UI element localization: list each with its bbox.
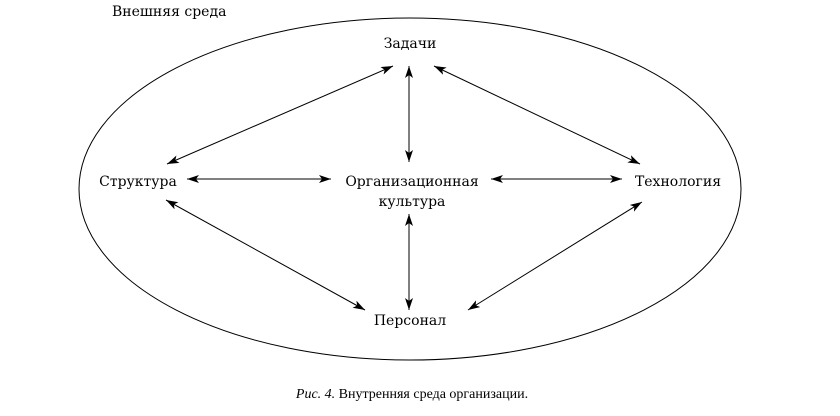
arrow-structure-personnel	[165, 199, 366, 311]
node-culture-line1: Организационная	[345, 174, 479, 190]
arrow-technology-personnel	[467, 201, 643, 311]
arrow-tasks-structure	[166, 65, 394, 165]
environment-ellipse	[78, 17, 742, 361]
environment-label: Внешняя среда	[112, 4, 226, 20]
node-structure: Структура	[99, 174, 177, 190]
figure-caption: Рис. 4. Внутренняя среда организации.	[295, 387, 528, 402]
node-tasks: Задачи	[384, 36, 437, 52]
node-personnel: Персонал	[374, 313, 446, 329]
caption-text: Внутренняя среда организации.	[335, 387, 528, 402]
arrow-tasks-technology	[433, 65, 641, 165]
node-technology: Технология	[635, 174, 721, 190]
caption-prefix: Рис. 4.	[295, 387, 335, 402]
node-culture-line2: культура	[379, 194, 446, 210]
